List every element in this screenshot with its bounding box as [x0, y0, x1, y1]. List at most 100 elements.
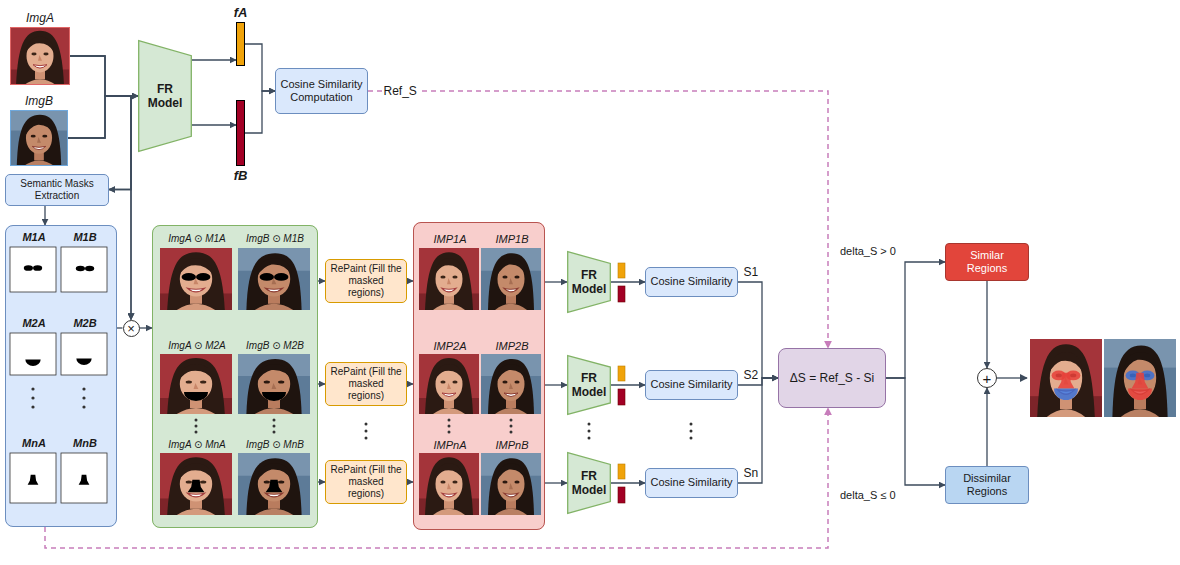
output-box: Dissimilar Regions	[945, 466, 1029, 504]
connector	[44, 206, 45, 226]
mask-shape	[28, 475, 39, 485]
edge-label: S1	[742, 265, 761, 279]
node-label: M2B	[73, 317, 96, 330]
face-photo	[419, 354, 479, 414]
feature-bar	[618, 487, 625, 503]
node-label: IMPnA	[433, 439, 466, 452]
process-box: Cosine Similarity	[645, 468, 738, 498]
mask-images	[10, 247, 107, 503]
mask-frame	[10, 333, 56, 375]
face-photo	[238, 453, 310, 515]
node-label: ImgA	[26, 11, 54, 25]
node-label: IMPnB	[495, 439, 528, 452]
input-image: ImgA	[10, 27, 70, 85]
edge-label: delta_S ≤ 0	[838, 489, 898, 502]
node-label: Semantic Masks Extraction	[10, 178, 104, 202]
node-label: +	[983, 371, 992, 386]
face-photo	[419, 248, 479, 310]
process-box: Cosine Similarity	[645, 267, 738, 297]
dot	[448, 425, 451, 428]
node-label: ImgB ⊙ M2B	[246, 340, 304, 352]
dot	[273, 419, 276, 422]
mask-shape	[262, 392, 286, 401]
connector	[611, 482, 645, 483]
process-box: ΔS = Ref_S - Si	[778, 348, 886, 408]
trapezoid-shape	[568, 252, 611, 313]
node-label: Similar Regions	[950, 249, 1024, 275]
mask-frame	[61, 333, 107, 375]
process-box: RePaint (Fill the masked regions)	[325, 460, 407, 504]
dot	[273, 425, 276, 428]
panel-fill	[5, 225, 117, 527]
connector	[192, 59, 236, 60]
mask-shape	[76, 266, 94, 272]
dot	[588, 430, 591, 433]
dot	[690, 437, 693, 440]
output-arrow	[997, 377, 1027, 378]
region-overlay	[1054, 388, 1078, 400]
mask-shape	[260, 273, 289, 281]
dot	[588, 437, 591, 440]
feature-bar	[618, 366, 625, 381]
region-overlay	[1128, 388, 1152, 400]
process-box: Cosine Similarity	[645, 370, 738, 400]
dot	[31, 387, 34, 390]
dot	[588, 423, 591, 426]
mask-shape	[25, 360, 40, 366]
node-label: ImgB	[25, 94, 53, 108]
feature-bar	[618, 464, 625, 479]
dot	[31, 405, 34, 408]
dashed-connector	[368, 91, 828, 348]
connector	[70, 56, 138, 96]
edge-label: Sn	[742, 466, 761, 480]
node-label: IMP2A	[433, 340, 466, 353]
face-photo	[10, 110, 68, 166]
region-overlay	[1132, 373, 1149, 389]
dot	[195, 425, 198, 428]
feature-bar	[618, 389, 625, 405]
connector	[318, 481, 325, 482]
connector	[738, 378, 778, 483]
connector	[245, 91, 275, 133]
node-label: MnB	[73, 437, 97, 450]
edge-label: Ref_S	[382, 84, 419, 98]
node-label: FR Model	[141, 82, 189, 111]
panel-fill	[152, 225, 318, 528]
mask-frame	[61, 453, 107, 503]
panel-fill	[413, 222, 545, 530]
node-label: Cosine Similarity Computation	[280, 78, 363, 104]
connector	[68, 96, 131, 320]
mask-frame	[10, 453, 56, 503]
connector	[70, 56, 131, 190]
node-label: Cosine Similarity	[651, 378, 733, 391]
region-overlay	[1058, 373, 1075, 389]
node-label: Dissimilar Regions	[950, 472, 1024, 498]
mask-shape	[24, 265, 42, 271]
connector	[886, 262, 945, 378]
node-label: fB	[234, 168, 248, 184]
node-label: ImgA ⊙ M1A	[168, 233, 225, 245]
mask-panel: M1AM1BM2AM2BMnAMnB	[5, 225, 117, 527]
face-photo	[1030, 339, 1102, 417]
connector	[140, 327, 153, 328]
operator-circle: +	[977, 368, 997, 388]
image-panel: IMP1AIMP1BIMP2AIMP2BIMPnAIMPnB	[413, 222, 545, 530]
node-label: ImgB ⊙ MnB	[246, 439, 304, 451]
mask-shape	[76, 359, 91, 365]
model-block: FR Model	[138, 40, 192, 152]
dot	[690, 430, 693, 433]
node-label: Cosine Similarity	[651, 476, 733, 489]
model-block: FR Model	[567, 251, 611, 313]
panel-fills	[5, 222, 545, 530]
feature-bar	[618, 286, 625, 302]
face-photo	[238, 248, 310, 310]
feature-bars	[618, 263, 625, 503]
trapezoid-shape	[568, 453, 611, 514]
face-photo	[481, 453, 541, 515]
mask-shape	[266, 480, 283, 492]
mask-shape	[184, 392, 208, 401]
dot	[448, 419, 451, 422]
node-label: ImgA ⊙ MnA	[168, 439, 225, 451]
node-label: Cosine Similarity	[651, 275, 733, 288]
connector	[318, 383, 325, 384]
